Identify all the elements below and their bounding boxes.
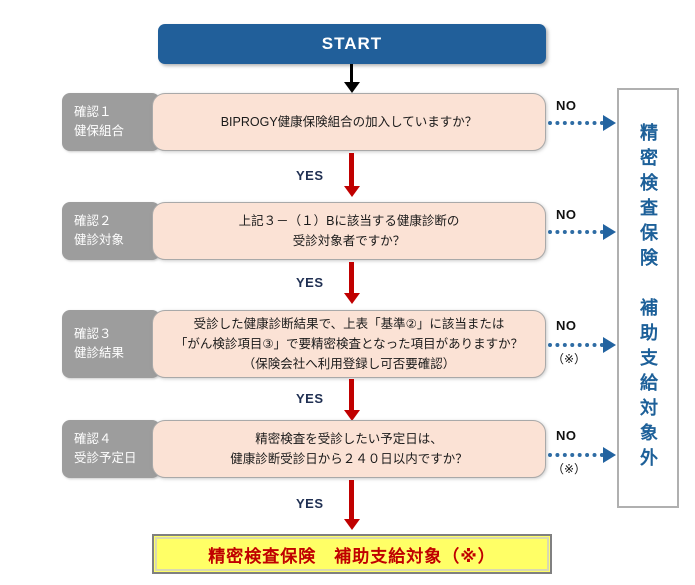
step-label-2-line1: 確認２ — [74, 213, 112, 228]
step-label-2: 確認２ 健診対象 — [62, 202, 160, 260]
step-label-1: 確認１ 健保組合 — [62, 93, 160, 151]
step-label-4: 確認４ 受診予定日 — [62, 420, 160, 478]
start-label: START — [321, 34, 383, 53]
flow-arrow-3 — [344, 379, 360, 423]
question-box-2: 上記３－（１）Bに該当する健康診断の 受診対象者ですか？ — [152, 202, 546, 260]
no-label-2: NO — [556, 207, 577, 222]
outcome-accepted-box: 精密検査保険 補助支給対象（※） — [152, 534, 552, 574]
flow-arrow-2 — [344, 262, 360, 306]
no-label-4: NO — [556, 428, 577, 443]
flow-arrow-1 — [344, 153, 360, 199]
yes-label-3: YES — [296, 391, 324, 406]
flow-arrow-4 — [344, 480, 360, 530]
no-arrow-4-line — [548, 453, 604, 457]
no-arrow-1-head — [603, 115, 616, 131]
no-label-1: NO — [556, 98, 577, 113]
step-label-1-line2: 健保組合 — [74, 124, 125, 138]
question-2-line-2: 受診対象者ですか？ — [292, 234, 406, 248]
step-label-4-line2: 受診予定日 — [74, 451, 137, 465]
no-arrow-3 — [548, 337, 616, 353]
no-sub-4: （※） — [552, 462, 587, 476]
step-label-4-line1: 確認４ — [74, 431, 112, 446]
question-2-line-1: 上記３－（１）Bに該当する健康診断の — [238, 213, 460, 228]
outcome-rejected-text: 精密検査保険 補助支給対象外 — [638, 123, 658, 473]
step-label-3-line2: 健診結果 — [74, 346, 125, 360]
step-label-3-line1: 確認３ — [74, 326, 112, 341]
no-arrow-1-line — [548, 121, 604, 125]
yes-label-1: YES — [296, 168, 324, 183]
step-label-1-line1: 確認１ — [74, 104, 112, 119]
question-box-4: 精密検査を受診したい予定日は、 健康診断受診日から２４０日以内ですか？ — [152, 420, 546, 478]
flow-arrow-start — [344, 64, 360, 93]
question-3-line-1: 受診した健康診断結果で、上表「基準②」に該当または — [193, 316, 505, 331]
start-banner: START — [158, 24, 546, 64]
question-box-3: 受診した健康診断結果で、上表「基準②」に該当または 「がん検診項目③」で要精密検… — [152, 310, 546, 378]
question-box-1: BIPROGY健康保険組合の加入していますか？ — [152, 93, 546, 151]
no-arrow-3-head — [603, 337, 616, 353]
question-4-line-2: 健康診断受診日から２４０日以内ですか？ — [230, 452, 468, 466]
question-3-line-3: （保険会社へ利用登録し可否要確認） — [242, 357, 456, 372]
no-arrow-4-head — [603, 447, 616, 463]
question-1-line-1: BIPROGY健康保険組合の加入していますか？ — [220, 114, 478, 129]
no-arrow-1 — [548, 115, 616, 131]
question-4-line-1: 精密検査を受診したい予定日は、 — [255, 431, 443, 446]
yes-label-4: YES — [296, 496, 324, 511]
no-label-3: NO — [556, 318, 577, 333]
no-arrow-2-line — [548, 230, 604, 234]
no-arrow-3-line — [548, 343, 604, 347]
question-3-line-2: 「がん検診項目③」で要精密検査となった項目がありますか？ — [174, 336, 524, 351]
outcome-accepted-text: 精密検査保険 補助支給対象（※） — [208, 546, 496, 566]
no-sub-3: （※） — [552, 352, 587, 366]
no-arrow-2-head — [603, 224, 616, 240]
step-label-2-line2: 健診対象 — [74, 233, 125, 247]
step-label-3: 確認３ 健診結果 — [62, 310, 160, 378]
no-arrow-2 — [548, 224, 616, 240]
outcome-rejected-box: 精密検査保険 補助支給対象外 — [617, 88, 679, 508]
no-arrow-4 — [548, 447, 616, 463]
yes-label-2: YES — [296, 275, 324, 290]
